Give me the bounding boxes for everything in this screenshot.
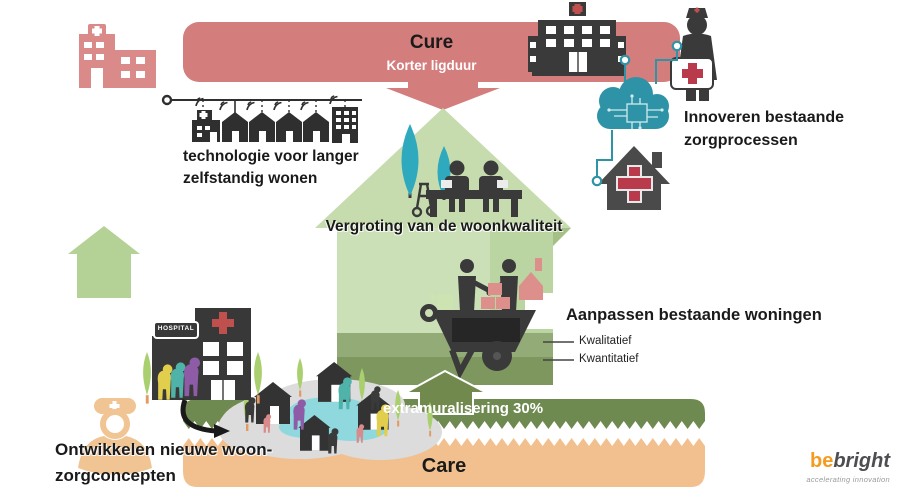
technology-label: technologie voor langer zelfstandig wone… [183,146,359,190]
curved-arrow [180,399,230,438]
hospital-flag-building-icon [528,2,626,76]
cure-banner-subtitle: Korter ligduur [386,58,477,73]
up-arrow [404,369,488,415]
technology-label-line1: technologie voor langer [183,148,359,165]
care-home-icon [598,146,670,210]
paint-house-icon [519,258,543,300]
bebright-logo: bebright accelerating innovation [790,448,890,485]
cure-banner-title: Cure [409,32,454,53]
develop-label-line2: zorgconcepten [55,466,176,485]
adapt-title: Aanpassen bestaande woningen [566,306,822,324]
nurse-icon [670,7,717,101]
wheelbarrow-icon [420,258,543,380]
nurse-outline-icon [78,398,152,475]
technology-label-line2: zelfstandig wonen [183,170,318,187]
walker-icon [411,182,437,218]
adapt-item-kwalitatief: Kwalitatief [579,335,632,347]
develop-label: Ontwikkelen nieuwe woon- zorgconcepten [55,437,272,489]
care-banner-title: Care [421,455,467,477]
cloud-computing-icon [597,77,669,130]
hospital-icon [79,24,156,88]
adapt-item-kwantitatief: Kwantitatief [579,353,639,365]
innovate-label-line2: zorgprocessen [684,132,798,149]
hospital-building-icon [143,308,262,404]
logo-tagline: accelerating innovation [806,475,890,484]
hospital-sign-text: HOSPITAL [157,325,195,332]
develop-label-line1: Ontwikkelen nieuwe woon- [55,440,273,459]
extramural-banner-label: extramuralisering 30% [383,400,544,417]
innovate-label: Innoveren bestaande zorgprocessen [684,106,844,152]
logo-name: bright [833,450,890,472]
smart-homes-network-icon [161,94,362,143]
adapt-pointer-lines [543,341,574,361]
village-scene [218,358,442,460]
connector-lines [591,40,683,187]
logo-prefix: be [810,450,834,472]
quality-label: Vergroting van de woonkwaliteit [325,218,563,235]
small-house-icon [68,226,140,298]
garden-bench-icon [401,124,522,218]
innovate-label-line1: Innoveren bestaande [684,109,845,126]
